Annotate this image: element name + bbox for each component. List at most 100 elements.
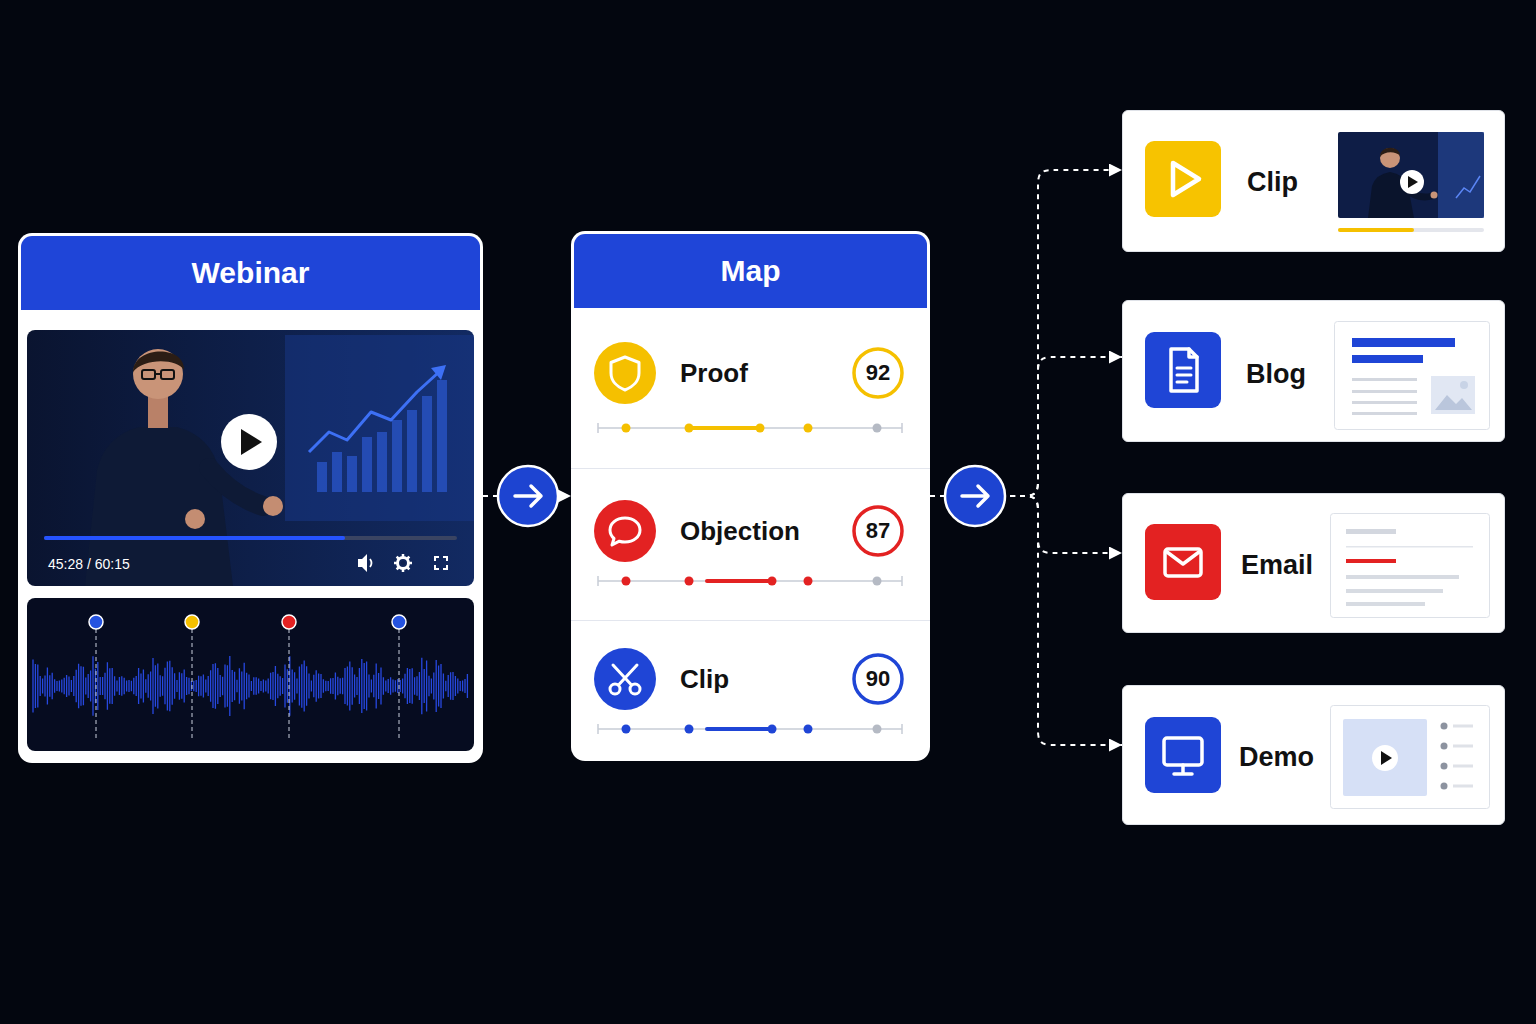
demo-step-line <box>1453 745 1473 748</box>
channel-icon <box>1145 141 1221 217</box>
marker-stem <box>192 629 193 740</box>
timeline-track <box>598 580 902 582</box>
doc-glyph <box>1171 349 1197 391</box>
demo-screen <box>1343 719 1427 796</box>
chart-bar <box>422 396 432 492</box>
category-label: Proof <box>680 358 748 389</box>
timeline-dot <box>804 424 813 433</box>
timeline-dot <box>685 725 694 734</box>
doc-outline <box>1171 349 1197 391</box>
blog-card: Blog <box>1122 300 1505 442</box>
card-label-box: Email <box>1241 550 1313 581</box>
email-highlight <box>1346 559 1396 563</box>
category-icon <box>594 342 656 404</box>
settings-tooth <box>407 567 409 569</box>
email-preview-frame <box>1331 514 1490 618</box>
blog-preview-frame <box>1335 322 1490 430</box>
chart-bar <box>392 420 402 492</box>
timeline-track <box>598 427 902 429</box>
chat-bubble <box>610 518 640 545</box>
email-line <box>1346 529 1396 534</box>
objection-row: Objection 87 <box>571 468 930 620</box>
chart-bar <box>407 410 417 492</box>
category-label: Clip <box>680 664 729 695</box>
moment-marker <box>89 615 103 629</box>
blog-text-line <box>1352 378 1417 381</box>
clip-progress-track <box>1338 228 1484 232</box>
badge-circle <box>945 466 1005 526</box>
webinar-panel: Webinar <box>18 233 483 763</box>
settings-tooth <box>402 569 405 572</box>
thumbnail-frame <box>1338 132 1484 218</box>
thumbnail-play-triangle <box>1408 176 1418 188</box>
video-frame <box>27 330 474 586</box>
channel-icon <box>1145 717 1221 793</box>
chart-arrowhead <box>431 365 446 380</box>
timeline-dot <box>685 424 694 433</box>
email-rule <box>1346 546 1473 548</box>
timeline-dot <box>804 577 813 586</box>
video-scene <box>85 335 474 586</box>
demo-step-dot <box>1441 783 1448 790</box>
email-line <box>1346 602 1425 606</box>
score-ring-circle <box>854 655 902 703</box>
glasses-bridge <box>155 373 161 375</box>
chart-bar <box>347 456 357 492</box>
moment-timeline <box>571 719 930 739</box>
moment-marker <box>185 615 199 629</box>
score-box: 87 <box>866 518 890 544</box>
demo-play <box>1372 745 1398 771</box>
timeline-dot <box>756 424 765 433</box>
demo-step-dot <box>1441 723 1448 730</box>
demo-step-line <box>1453 785 1473 788</box>
flow-connector <box>930 496 1122 745</box>
moment-timeline <box>571 418 930 438</box>
panel-header: Map <box>574 234 927 308</box>
demo-card: Demo <box>1122 685 1505 825</box>
channel-label: Email <box>1241 550 1313 581</box>
timeline-dot <box>804 725 813 734</box>
video-player <box>27 330 474 586</box>
presenter-hand <box>263 496 283 516</box>
category-label: Objection <box>680 516 800 547</box>
waveform-bars <box>33 656 467 716</box>
score-ring-circle <box>854 349 902 397</box>
category-icon <box>594 500 656 562</box>
channel-icon-tile <box>1145 717 1221 793</box>
shield-glyph <box>611 357 639 390</box>
blog-preview <box>1334 321 1494 431</box>
mail-outline <box>1165 549 1201 576</box>
score-ring-circle <box>854 507 902 555</box>
marker-stem <box>289 629 290 740</box>
panel-header: Webinar <box>21 236 480 310</box>
chart-bar <box>377 432 387 492</box>
demo-step-line <box>1453 725 1473 728</box>
volume-waves <box>370 559 372 567</box>
timeline-dot <box>873 424 882 433</box>
badge-circle <box>498 466 558 526</box>
demo-preview-frame <box>1331 706 1490 809</box>
progress-fill <box>44 536 345 540</box>
timeline-dot <box>768 577 777 586</box>
mail-flap <box>1167 552 1199 564</box>
webinar-illustration <box>18 233 483 763</box>
video-preview <box>1338 132 1498 242</box>
thumbnail-screen <box>1438 132 1484 218</box>
timeline-dot <box>873 577 882 586</box>
card-label-box: Clip <box>1247 167 1298 198</box>
blog-text-line <box>1352 390 1417 393</box>
chart-bar <box>362 437 372 492</box>
mail-glyph <box>1165 549 1201 576</box>
timeline-dot <box>768 725 777 734</box>
blog-image <box>1431 376 1475 414</box>
blog-image-sun <box>1460 381 1468 389</box>
play-button <box>221 414 277 470</box>
blog-title-bar <box>1352 338 1455 347</box>
blog-text-line <box>1352 401 1417 404</box>
card-label-box: Demo <box>1239 742 1314 773</box>
monitor-stand <box>1174 765 1192 774</box>
settings-tooth <box>407 557 409 559</box>
score-box: 90 <box>866 666 890 692</box>
shield-outline <box>611 357 639 390</box>
blog-image-mountain <box>1435 395 1472 410</box>
